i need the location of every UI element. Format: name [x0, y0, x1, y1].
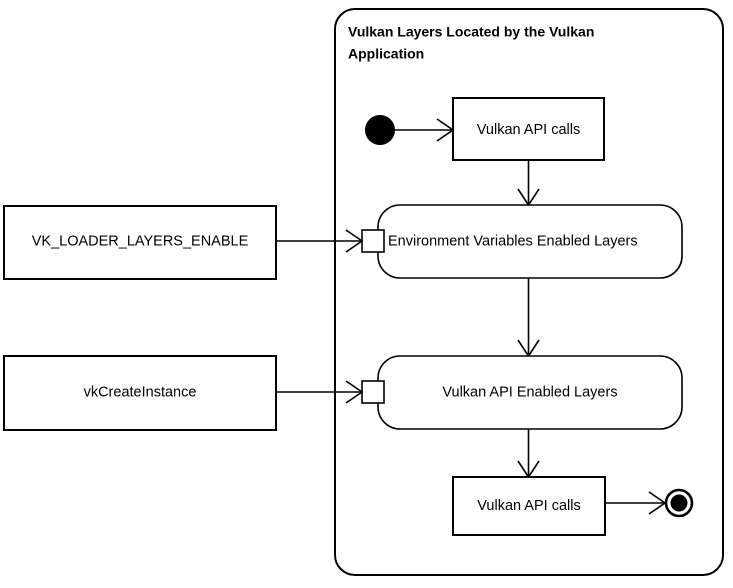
action-api-calls-bottom-label: Vulkan API calls — [477, 498, 580, 514]
action-api-calls-top-label: Vulkan API calls — [477, 122, 580, 138]
edge-create-instance-to-api-layers-arrowhead — [345, 380, 364, 404]
action-env-enabled-layers-label: Environment Variables Enabled Layers — [388, 233, 638, 249]
final-node-core — [670, 494, 688, 512]
initial-node — [365, 115, 395, 145]
external-env-var-box — [3, 205, 277, 280]
action-api-calls-top — [452, 97, 605, 161]
external-env-var-label: VK_LOADER_LAYERS_ENABLE — [32, 233, 249, 249]
action-api-calls-bottom — [452, 476, 606, 536]
input-pin-env-enabled-layers — [361, 229, 385, 253]
partition-title-line2: Application — [348, 46, 424, 62]
input-pin-api-enabled-layers — [361, 380, 385, 404]
external-create-instance-box — [3, 355, 277, 431]
partition-title-line1: Vulkan Layers Located by the Vulkan — [348, 24, 594, 40]
action-api-enabled-layers-label: Vulkan API Enabled Layers — [442, 384, 617, 400]
edge-env-var-to-env-layers-arrowhead — [345, 229, 364, 253]
external-create-instance-label: vkCreateInstance — [84, 384, 197, 400]
